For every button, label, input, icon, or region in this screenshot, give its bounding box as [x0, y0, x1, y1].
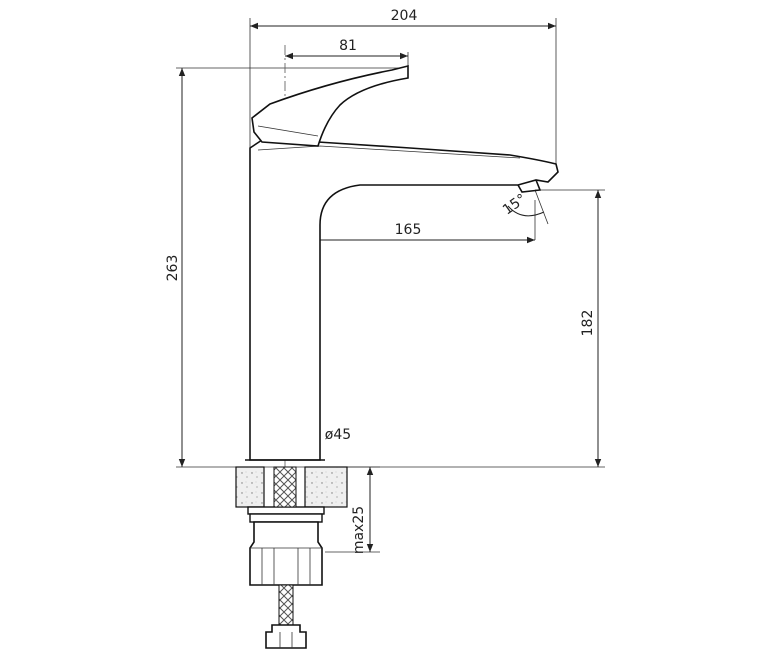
- dim-spout-height: 182: [580, 310, 596, 337]
- dim-base-diameter: ø45: [325, 427, 351, 443]
- dim-handle-offset: 81: [339, 38, 357, 54]
- dim-total-height: 263: [165, 255, 181, 282]
- dim-spout-angle: 15°: [500, 191, 530, 218]
- mounting-hardware: [247, 506, 325, 586]
- dimension-lines: [178, 22, 602, 552]
- dim-max-counter: max25: [351, 506, 367, 554]
- dim-overall-width: 204: [391, 8, 418, 24]
- faucet-body: [245, 64, 559, 461]
- braided-hose: [265, 466, 307, 649]
- countertop-section: [235, 466, 348, 508]
- dim-spout-reach: 165: [395, 222, 422, 238]
- dimension-labels: 204 81 165 263 182 ø45 max25 15°: [165, 8, 596, 554]
